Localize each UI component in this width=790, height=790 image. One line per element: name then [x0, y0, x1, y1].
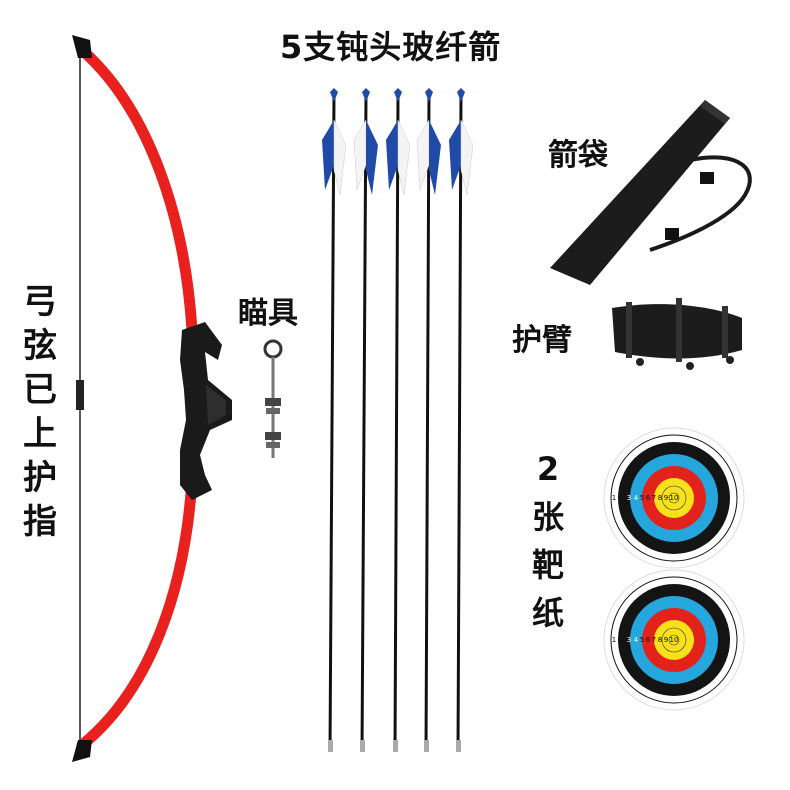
svg-text:6: 6 — [646, 636, 651, 644]
svg-text:9: 9 — [664, 636, 668, 644]
svg-text:10: 10 — [670, 494, 679, 502]
sight-ring — [263, 339, 283, 359]
lower-limb — [76, 474, 198, 751]
arrow — [353, 88, 378, 753]
target-face — [603, 569, 745, 711]
lower-tip — [72, 740, 92, 762]
sight-nut — [265, 398, 281, 406]
targets-caption-char: 靶 — [531, 546, 564, 584]
recurve-bow — [72, 35, 232, 762]
upper-tip — [72, 35, 92, 58]
arrow — [386, 88, 411, 753]
svg-text:6: 6 — [646, 494, 651, 502]
arrow — [322, 88, 347, 753]
bow-caption-char: 已 — [23, 370, 57, 410]
upper-limb — [76, 44, 198, 336]
svg-text:7: 7 — [652, 494, 656, 502]
arrows — [322, 88, 474, 753]
svg-text:8: 8 — [658, 636, 662, 644]
svg-text:4: 4 — [634, 494, 639, 502]
svg-text:3: 3 — [627, 636, 631, 644]
arm-guard — [612, 298, 742, 370]
bow-caption-char: 指 — [23, 502, 57, 542]
svg-text:10: 10 — [670, 636, 679, 644]
bow-caption: 弓 弦 已 上 护 指 — [20, 280, 60, 544]
sight-nut — [266, 408, 280, 414]
svg-text:5: 5 — [640, 636, 644, 644]
arm-guard-caption: 护臂 — [512, 323, 572, 358]
sight-nut — [265, 432, 281, 440]
targets-caption-char: 2 — [536, 450, 560, 488]
svg-text:1: 1 — [612, 494, 616, 502]
svg-text:4: 4 — [634, 636, 639, 644]
bow-caption-char: 护 — [23, 458, 57, 498]
bow-caption-char: 弓 — [23, 282, 57, 322]
bow-grip — [206, 385, 226, 425]
targets-caption-char: 纸 — [531, 594, 564, 632]
product-title: 5支钝头玻纤箭 — [280, 28, 502, 66]
svg-text:8: 8 — [658, 494, 662, 502]
finger-guard — [76, 380, 84, 410]
target-ring-numbers: 1 2 3 4 5 6 7 8 9 10 1 2 3 4 5 6 7 8 9 1… — [612, 494, 679, 644]
sight-caption: 瞄具 — [238, 296, 298, 331]
bow-riser — [180, 322, 232, 500]
quiver-caption: 箭袋 — [548, 138, 608, 173]
svg-text:9: 9 — [664, 494, 668, 502]
arrow — [449, 88, 474, 753]
svg-text:1: 1 — [612, 636, 616, 644]
quiver-strap — [649, 155, 752, 252]
targets-caption: 2 张 靶 纸 — [528, 445, 568, 637]
quiver-body — [550, 100, 730, 285]
bow-sight — [263, 339, 283, 458]
target-face — [603, 427, 745, 569]
quiver — [550, 100, 752, 285]
arrow — [416, 88, 441, 753]
svg-text:5: 5 — [640, 494, 644, 502]
bow-caption-char: 弦 — [23, 326, 57, 366]
svg-text:3: 3 — [627, 494, 631, 502]
svg-text:2: 2 — [620, 494, 624, 502]
bow-caption-char: 上 — [23, 414, 57, 454]
targets-caption-char: 张 — [531, 498, 564, 536]
sight-nut — [266, 442, 280, 448]
svg-text:7: 7 — [652, 636, 656, 644]
svg-text:2: 2 — [620, 636, 624, 644]
